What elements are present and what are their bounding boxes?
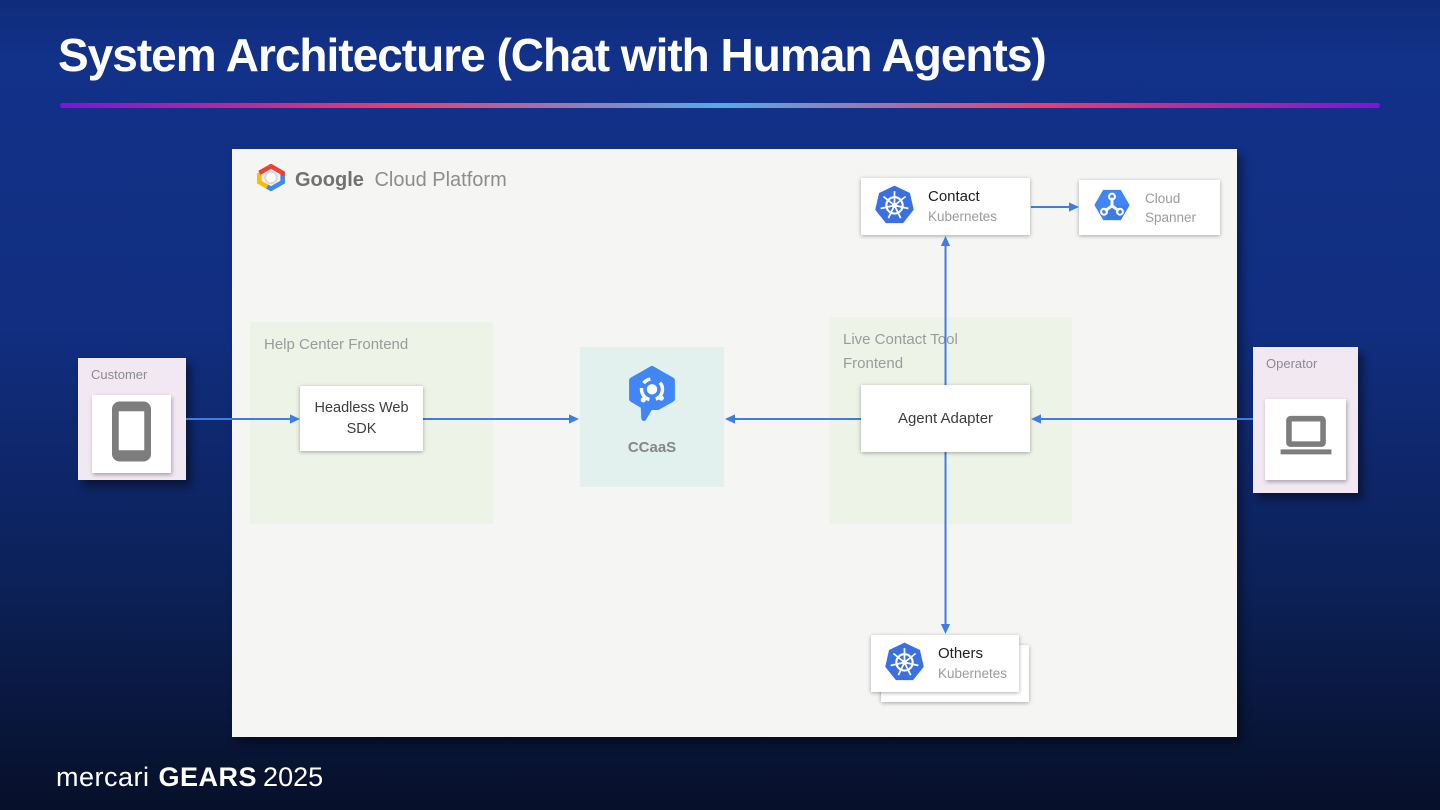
agent-adapter-card: Agent Adapter xyxy=(861,385,1030,452)
brand-gears: GEARS xyxy=(158,762,258,792)
gcp-text-google: Google xyxy=(295,168,364,191)
operator-label: Operator xyxy=(1266,356,1318,371)
gcp-text-cloud-platform: Cloud Platform xyxy=(374,168,507,191)
kubernetes-icon xyxy=(883,640,926,688)
others-subtitle: Kubernetes xyxy=(938,666,1008,681)
others-kubernetes-card: Others Kubernetes xyxy=(871,635,1019,692)
customer-node: Customer xyxy=(78,358,186,480)
gcp-logo-text: Google Cloud Platform xyxy=(295,169,507,192)
contact-kubernetes-card: Contact Kubernetes xyxy=(861,178,1030,235)
cloud-spanner-card: Cloud Spanner xyxy=(1079,180,1220,235)
agent-adapter-label: Agent Adapter xyxy=(897,410,994,427)
headless-web-sdk-card: Headless Web SDK xyxy=(300,386,423,451)
brand-year: 2025 xyxy=(263,762,324,792)
live-contact-tool-label-line2: Frontend xyxy=(843,355,904,372)
spanner-title-line1: Cloud xyxy=(1145,190,1181,206)
chat-hexagon-icon xyxy=(623,362,681,431)
operator-device-card xyxy=(1265,399,1346,480)
slide-title: System Architecture (Chat with Human Age… xyxy=(58,29,1047,81)
smartphone-icon xyxy=(108,400,155,468)
accent-gradient-bar xyxy=(60,103,1380,108)
headless-web-sdk-label: Headless Web SDK xyxy=(314,399,409,437)
kubernetes-icon xyxy=(873,183,916,231)
gcp-hexagon-icon xyxy=(256,163,286,196)
live-contact-tool-label: Live Contact Tool Frontend xyxy=(829,317,1072,376)
ccaas-label: CCaaS xyxy=(627,439,677,456)
others-title: Others xyxy=(938,645,984,662)
help-center-frontend-label: Help Center Frontend xyxy=(264,336,409,353)
operator-node: Operator xyxy=(1253,347,1358,493)
ccaas-node: CCaaS xyxy=(580,347,724,487)
customer-device-card xyxy=(92,395,171,473)
cloud-spanner-icon xyxy=(1091,184,1133,231)
contact-subtitle: Kubernetes xyxy=(928,209,998,224)
footer-brand: mercari GEARS 2025 xyxy=(56,762,323,793)
spanner-title-line2: Spanner xyxy=(1145,209,1197,225)
customer-label: Customer xyxy=(91,367,148,382)
laptop-icon xyxy=(1275,414,1337,465)
brand-mercari: mercari xyxy=(56,762,150,792)
gcp-logo: Google Cloud Platform xyxy=(256,163,507,196)
live-contact-tool-label-line1: Live Contact Tool xyxy=(843,331,958,348)
contact-title: Contact xyxy=(928,188,980,205)
